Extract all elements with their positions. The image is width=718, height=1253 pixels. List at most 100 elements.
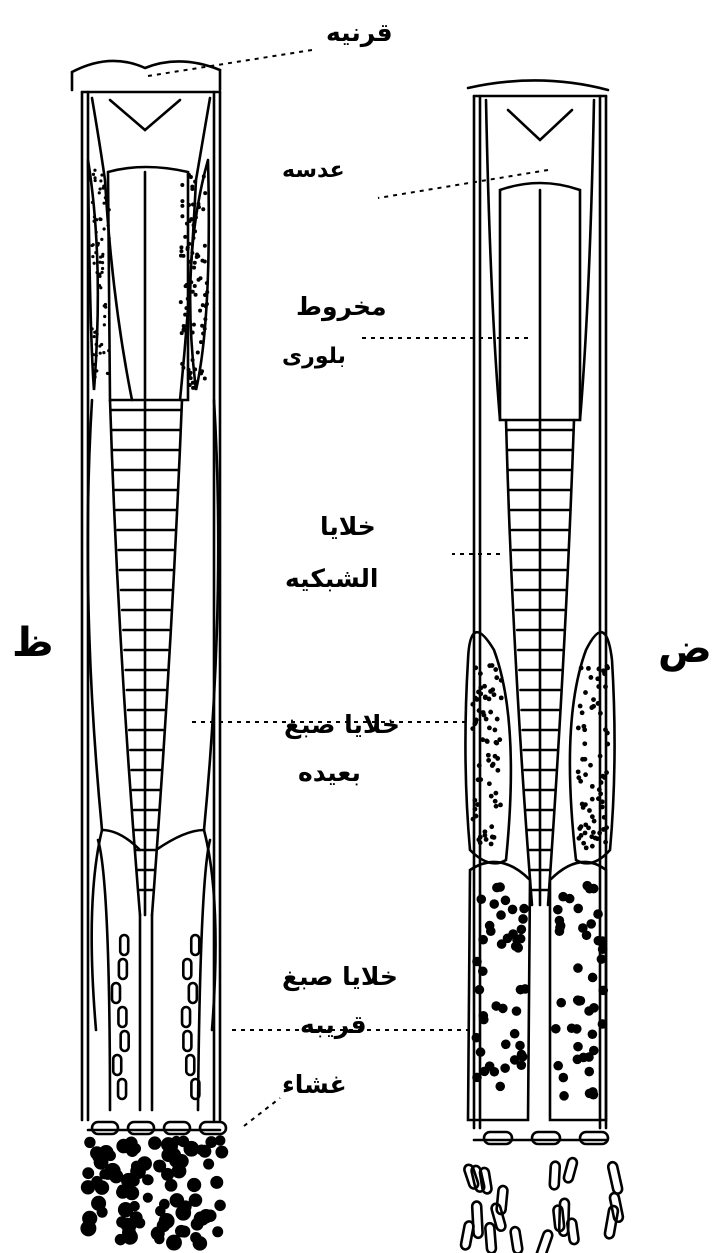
pigment-dot	[192, 323, 196, 327]
proximal-pigment-granule	[182, 1007, 190, 1027]
label-distal-pigment-2: بعيده	[298, 758, 361, 787]
pigment-dot	[190, 187, 194, 191]
pigment-dot	[186, 297, 190, 301]
label-cornea: قرنيه	[326, 18, 393, 47]
pigment-dot	[95, 218, 98, 221]
basal-granule	[212, 1226, 223, 1237]
proximal-pigment-granule	[520, 984, 530, 994]
proximal-pigment-granule	[594, 936, 604, 946]
pigment-dot	[587, 808, 592, 813]
pigment-dot	[477, 708, 482, 713]
pigment-dot	[203, 191, 207, 195]
proximal-pigment-granule	[597, 954, 607, 964]
pigment-dot	[590, 784, 595, 789]
basal-granule	[109, 1169, 123, 1183]
pigment-dot	[103, 315, 106, 318]
pigment-dot	[180, 204, 184, 208]
basal-granule	[91, 1196, 106, 1211]
pigment-dot	[484, 837, 489, 842]
pigment-dot	[486, 753, 491, 758]
basal-granule	[178, 1136, 189, 1147]
pigment-dot	[486, 758, 491, 763]
basal-granule	[193, 1236, 208, 1251]
basal-granule	[169, 1153, 184, 1168]
pigment-dot	[108, 237, 111, 240]
pigment-dot	[493, 791, 498, 796]
pigment-dot	[478, 671, 483, 676]
cone-body	[108, 167, 188, 400]
pigment-dot	[488, 689, 493, 694]
pigment-dot	[101, 261, 104, 264]
basal-granule	[550, 1161, 560, 1189]
pigment-dot	[92, 173, 95, 176]
proximal-pigment-granule	[556, 998, 566, 1008]
pigment-dot	[600, 805, 605, 810]
pigment-dot	[493, 754, 498, 759]
basal-granule	[490, 1203, 506, 1232]
proximal-pigment-granule	[553, 905, 563, 915]
right-inner-curve	[180, 98, 210, 400]
pigment-dot	[603, 684, 608, 689]
proximal-pigment-granule	[183, 1031, 191, 1051]
proximal-pigment-granule	[489, 899, 499, 909]
pigment-dot	[478, 835, 483, 840]
pigment-dot	[591, 830, 596, 835]
membrane-foot	[128, 1122, 154, 1134]
pigment-dot	[93, 169, 96, 172]
left-outer-wall	[82, 92, 88, 1120]
panel-label-right: ض	[658, 626, 712, 672]
label-proximal-pigment-1: خلايا صبغ	[282, 962, 398, 991]
pigment-dot	[603, 840, 608, 845]
pigment-dot	[483, 695, 488, 700]
proximal-pigment-granule	[598, 986, 608, 996]
pigment-dot	[187, 242, 191, 246]
pigment-dot	[590, 814, 595, 819]
membrane-foot	[580, 1132, 608, 1144]
pigment-dot	[602, 775, 607, 780]
pigment-dot	[100, 173, 103, 176]
pigment-dot	[100, 343, 103, 346]
proximal-pigment-granule	[598, 944, 608, 954]
basal-granule	[215, 1146, 228, 1159]
proximal-pigment-granule	[495, 882, 505, 892]
proximal-pigment-granule	[584, 1067, 594, 1077]
proximal-pigment-granule	[598, 1019, 608, 1029]
pigment-dot	[576, 775, 581, 780]
cornea-top	[72, 61, 220, 72]
proximal-pigment-granule	[585, 884, 595, 894]
proximal-pigment-granule	[512, 1006, 522, 1016]
pigment-dot	[598, 754, 603, 759]
pigment-dot	[102, 227, 105, 230]
label-membrane: غشاء	[282, 1070, 347, 1099]
cornea-top	[468, 80, 608, 90]
proximal-pigment-granule	[559, 1091, 569, 1101]
basal-granule	[143, 1193, 153, 1203]
pigment-dot	[471, 817, 476, 822]
pigment-dot	[192, 236, 196, 240]
pigment-dot	[475, 697, 480, 702]
pigment-dot	[199, 371, 203, 375]
membrane-foot	[164, 1122, 190, 1134]
pigment-dot	[203, 377, 207, 381]
pigment-dot	[588, 763, 593, 768]
pigment-dot	[591, 697, 596, 702]
pigment-dot	[203, 327, 207, 331]
pigment-dot	[91, 255, 94, 258]
pigment-dot	[99, 187, 102, 190]
pigment-dot	[189, 280, 193, 284]
pigment-dot	[194, 293, 198, 297]
proximal-pigment-granule	[191, 1079, 199, 1099]
basal-granule	[81, 1180, 95, 1194]
pigment-dot	[99, 218, 102, 221]
proximal-pigment-granule	[573, 963, 583, 973]
pigment-dot	[95, 354, 98, 357]
basal-granule	[607, 1161, 623, 1194]
pigment-dot	[188, 260, 192, 264]
basal-granule	[191, 1218, 204, 1231]
basal-granule	[82, 1211, 97, 1226]
pigment-dot	[470, 726, 475, 731]
pigment-dot	[92, 376, 95, 379]
retinula-base	[102, 830, 204, 850]
label-crystalline-cone-2: بلوری	[282, 344, 346, 369]
pigment-dot	[183, 313, 187, 317]
